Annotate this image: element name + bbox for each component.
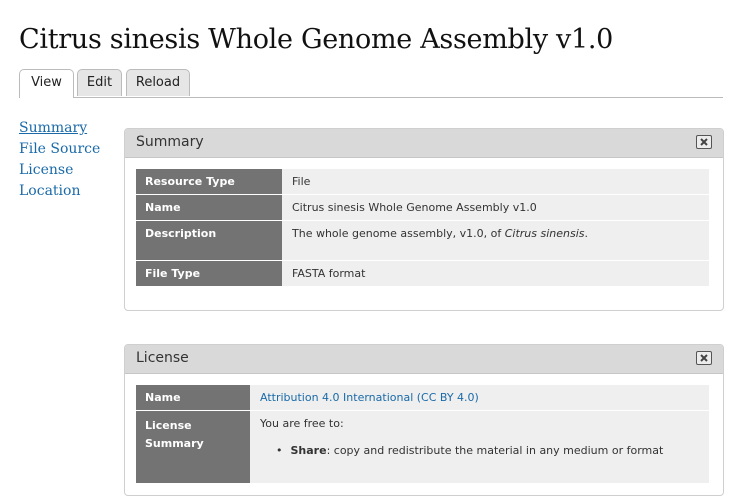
table-row: Resource Type File xyxy=(136,169,709,195)
summary-panel: Summary Resource Type File Name Citrus s… xyxy=(124,128,724,311)
close-box-icon[interactable] xyxy=(696,351,712,365)
side-navigation: Summary File Source License Location xyxy=(19,118,100,202)
license-table: Name Attribution 4.0 International (CC B… xyxy=(136,385,709,484)
description-species: Citrus sinensis xyxy=(504,227,585,240)
summary-panel-title: Summary xyxy=(136,134,204,150)
side-nav-summary[interactable]: Summary xyxy=(19,120,88,136)
tab-edit[interactable]: Edit xyxy=(77,69,122,96)
row-label-license-name: Name xyxy=(136,385,250,411)
summary-table: Resource Type File Name Citrus sinesis W… xyxy=(136,169,709,287)
table-row: Name Citrus sinesis Whole Genome Assembl… xyxy=(136,194,709,221)
close-box-icon[interactable] xyxy=(696,135,712,149)
summary-panel-header: Summary xyxy=(125,129,723,158)
license-bullet-item: • Share: copy and redistribute the materi… xyxy=(260,444,699,457)
row-value-resource-type: File xyxy=(282,169,709,195)
row-label-description: Description xyxy=(136,220,282,261)
table-row: Name Attribution 4.0 International (CC B… xyxy=(136,385,709,411)
table-row: License Summary You are free to: • Share:… xyxy=(136,410,709,484)
row-value-file-type: FASTA format xyxy=(282,260,709,287)
tab-reload[interactable]: Reload xyxy=(126,69,190,96)
side-nav-location[interactable]: Location xyxy=(19,183,81,199)
side-nav-file-source[interactable]: File Source xyxy=(19,141,101,157)
license-panel: License Name Attribution 4.0 Internation… xyxy=(124,344,724,496)
license-panel-header: License xyxy=(125,345,723,374)
row-label-resource-type: Resource Type xyxy=(136,169,282,195)
row-label-license-summary: License Summary xyxy=(136,410,250,484)
row-value-description: The whole genome assembly, v1.0, of Citr… xyxy=(282,220,709,261)
row-label-name: Name xyxy=(136,194,282,221)
side-nav-license[interactable]: License xyxy=(19,162,74,178)
bullet-icon: • xyxy=(276,444,283,457)
bullet-term: Share xyxy=(290,444,327,457)
table-row: File Type FASTA format xyxy=(136,260,709,287)
description-text: The whole genome assembly, v1.0, of xyxy=(292,227,505,240)
tab-view[interactable]: View xyxy=(19,69,74,98)
row-value-name: Citrus sinesis Whole Genome Assembly v1.… xyxy=(282,194,709,221)
description-suffix: . xyxy=(584,227,589,240)
license-panel-title: License xyxy=(136,350,189,366)
row-label-file-type: File Type xyxy=(136,260,282,287)
row-value-license-summary: You are free to: • Share: copy and redist… xyxy=(250,410,709,484)
license-intro: You are free to: xyxy=(260,417,344,430)
row-value-license-name: Attribution 4.0 International (CC BY 4.0… xyxy=(250,385,709,411)
table-row: Description The whole genome assembly, v… xyxy=(136,220,709,261)
page-title: Citrus sinesis Whole Genome Assembly v1.… xyxy=(19,24,614,55)
tab-bar: View Edit Reload xyxy=(19,69,723,98)
license-link[interactable]: Attribution 4.0 International (CC BY 4.0… xyxy=(260,391,479,404)
bullet-text: : copy and redistribute the material in … xyxy=(326,444,664,457)
